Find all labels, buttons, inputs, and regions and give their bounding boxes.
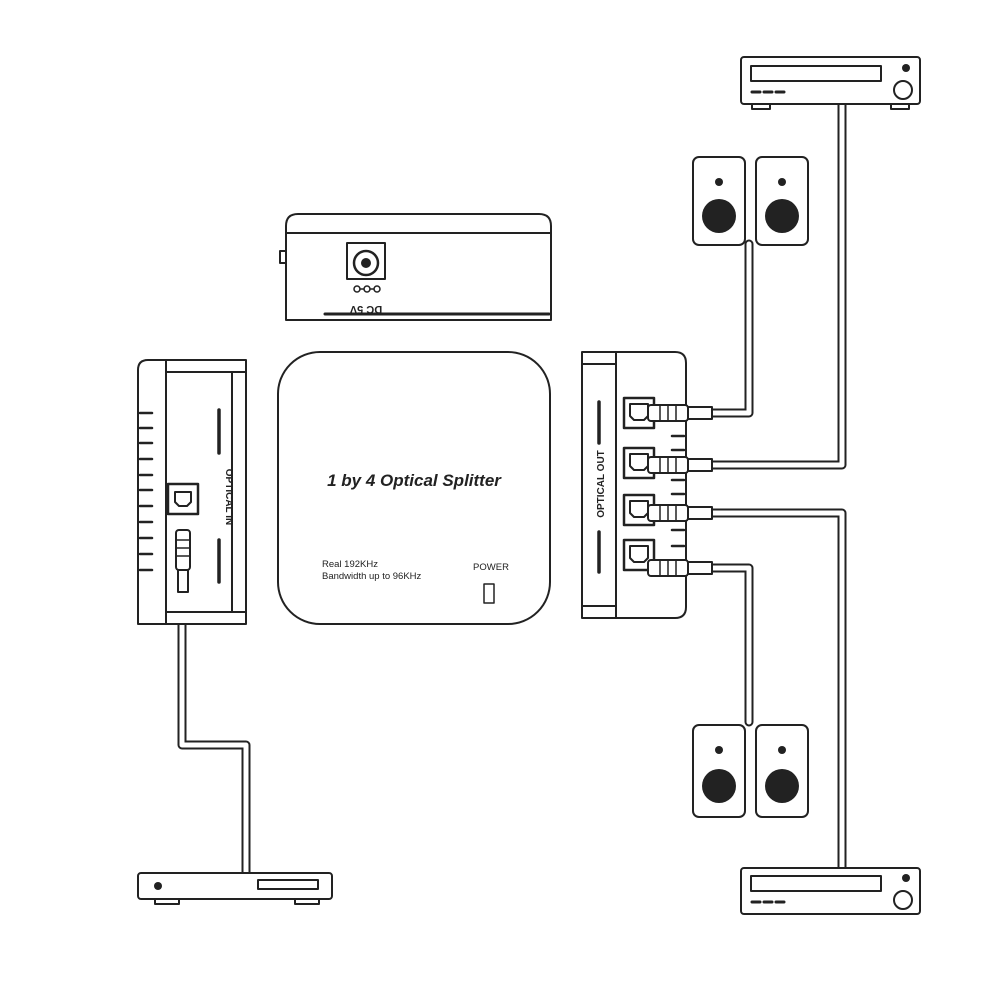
speaker-bottom-right <box>755 724 809 818</box>
spec-line-1: Real 192KHz <box>322 559 378 570</box>
input-cable <box>177 587 251 881</box>
power-label: POWER <box>473 562 509 573</box>
optical-out-port-4 <box>622 538 713 577</box>
optical-in-port <box>166 482 200 516</box>
top-audio-receiver <box>740 56 921 110</box>
optical-out-port-3 <box>622 493 713 527</box>
optical-out-port-2 <box>622 446 713 480</box>
optical-in-label: OPTICAL IN <box>223 469 234 525</box>
bottom-audio-receiver <box>740 867 921 915</box>
splitter-top-view <box>277 351 551 625</box>
spec-line-2: Bandwidth up to 96KHz <box>322 571 422 582</box>
speaker-top-left <box>692 156 746 246</box>
speaker-bottom-left <box>692 724 746 818</box>
source-player <box>137 872 333 905</box>
splitter-title: 1 by 4 Optical Splitter <box>327 471 502 490</box>
optical-in-plug <box>175 529 191 593</box>
dc-power-label: DC 5V <box>349 303 382 315</box>
optical-out-label: OPTICAL OUT <box>596 450 607 518</box>
output-cables <box>707 99 847 873</box>
optical-out-port-1 <box>622 396 713 430</box>
speaker-top-right <box>755 156 809 246</box>
splitter-back-panel <box>279 213 552 321</box>
